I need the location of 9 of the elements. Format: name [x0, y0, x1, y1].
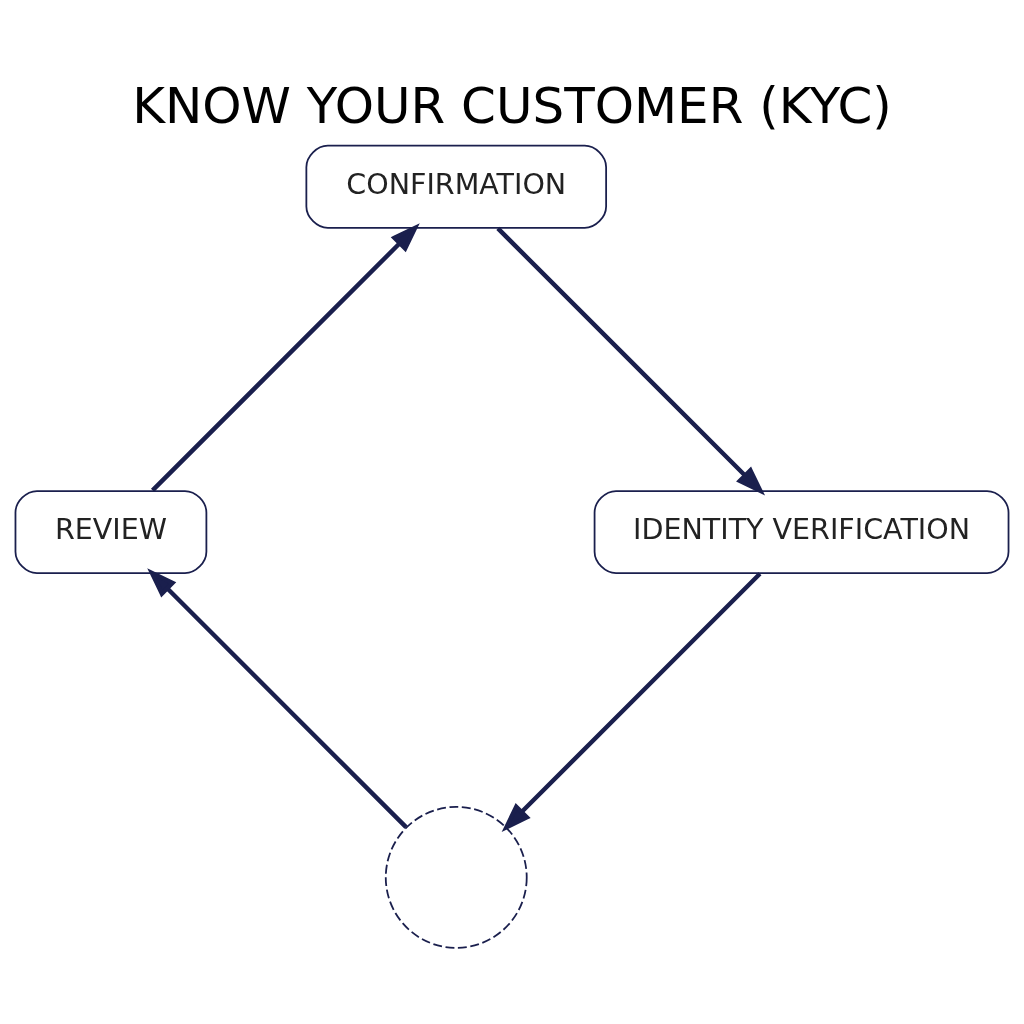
arrow — [151, 223, 420, 492]
node-box: REVIEW — [14, 490, 208, 574]
arrow — [147, 568, 408, 829]
node-box: IDENTITY VERIFICATION — [593, 490, 1010, 574]
node-circle — [384, 806, 528, 949]
arrow — [501, 572, 762, 832]
arrow — [496, 226, 766, 496]
diagram-title: KNOW YOUR CUSTOMER (KYC) — [132, 77, 892, 136]
node-box: CONFIRMATION — [305, 144, 607, 229]
